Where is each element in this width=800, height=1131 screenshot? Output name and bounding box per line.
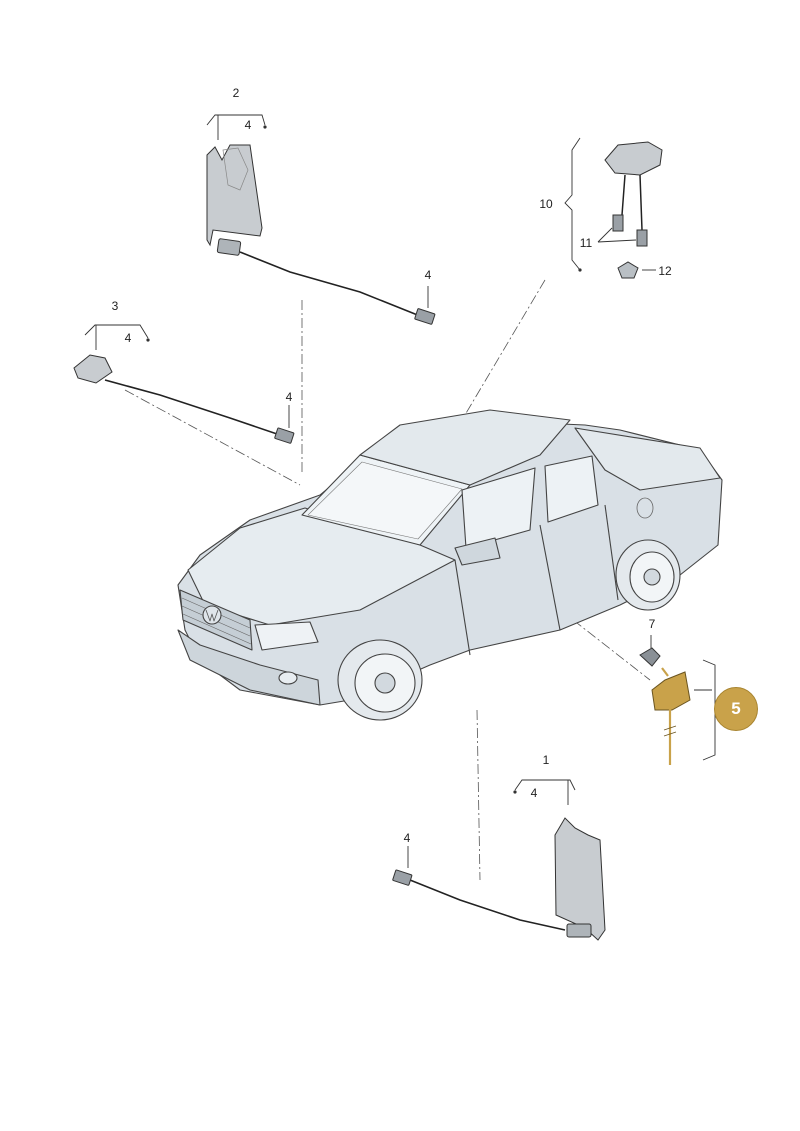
part-roof-antenna-10 bbox=[604, 141, 663, 279]
callout-4-cable2: 4 bbox=[424, 268, 432, 282]
part-antenna-3 bbox=[73, 354, 295, 444]
highlight-badge-5[interactable]: 5 bbox=[714, 687, 758, 731]
callout-3: 3 bbox=[111, 299, 119, 313]
callout-brackets bbox=[84, 114, 716, 868]
callout-1: 1 bbox=[542, 753, 550, 767]
callout-dots bbox=[146, 125, 582, 794]
callout-7: 7 bbox=[648, 617, 656, 631]
callout-4-cable1: 4 bbox=[403, 831, 411, 845]
callout-4-part3: 4 bbox=[124, 331, 132, 345]
callout-11: 11 bbox=[579, 236, 593, 250]
callout-4-part2: 4 bbox=[244, 118, 252, 132]
part-antenna-2 bbox=[206, 144, 436, 325]
part-amplifier-5 bbox=[639, 647, 691, 765]
callout-4-part1: 4 bbox=[530, 786, 538, 800]
part-antenna-1 bbox=[392, 817, 606, 941]
callout-2: 2 bbox=[232, 86, 240, 100]
callout-10: 10 bbox=[539, 197, 553, 211]
vehicle-pickup bbox=[177, 409, 723, 721]
callout-4-cable3: 4 bbox=[285, 390, 293, 404]
callout-12: 12 bbox=[658, 264, 672, 278]
